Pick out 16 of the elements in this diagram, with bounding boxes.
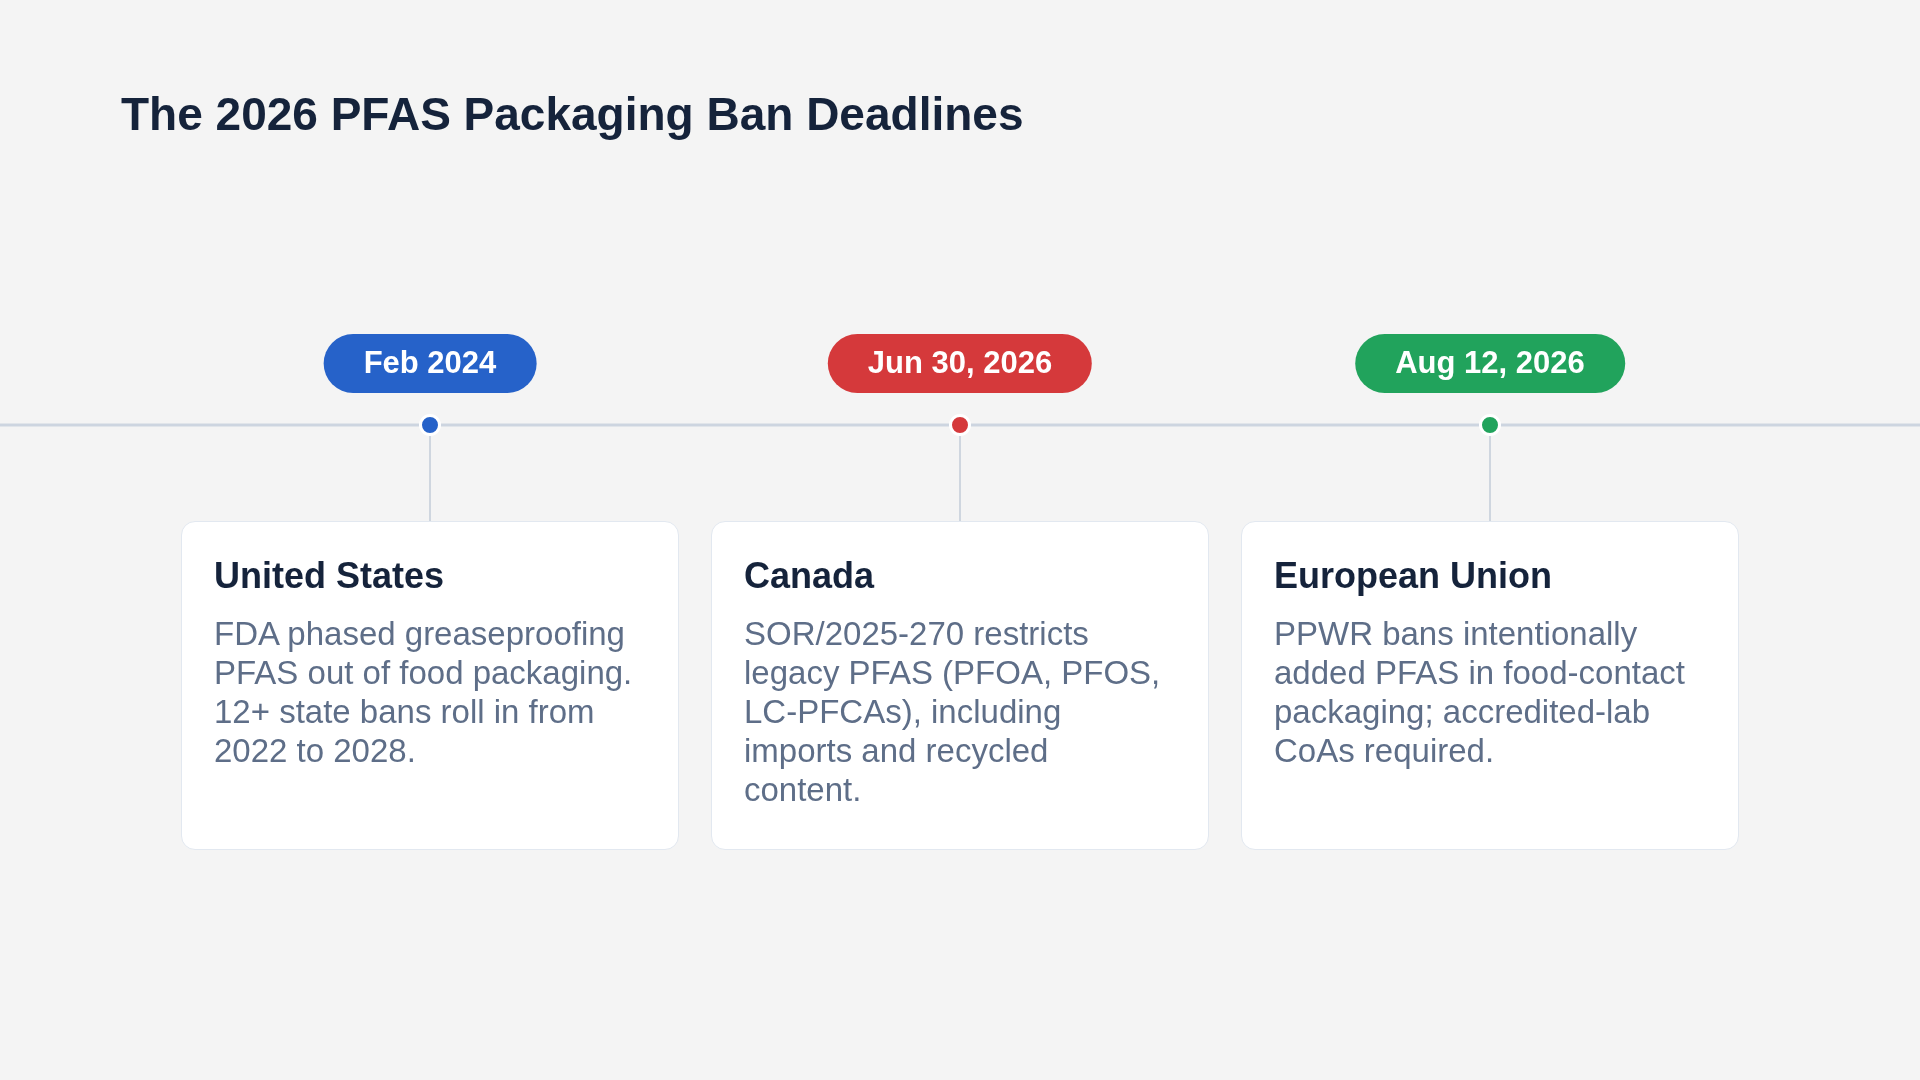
card-description: SOR/2025-270 restricts legacy PFAS (PFOA, PFOS, LC-PFCAs), including imports and recycled content. (744, 614, 1162, 809)
card-description: PPWR bans intentionally added PFAS in food-contact packaging; accredited-lab CoAs required. (1274, 614, 1686, 770)
card-heading: Canada (744, 554, 876, 598)
card-heading: United States (214, 554, 446, 598)
info-card (711, 521, 1209, 850)
card-description: FDA phased greaseproofing PFAS out of food packaging. 12+ state bans roll in from 2022 to 2028. (214, 614, 634, 770)
date-pill: Feb 2024 (323, 334, 537, 393)
info-card (181, 521, 679, 850)
diagram-title: The 2026 PFAS Packaging Ban Deadlines (121, 87, 1024, 142)
info-card (1241, 521, 1739, 850)
date-pill: Jun 30, 2026 (827, 334, 1093, 393)
connector-line (1489, 435, 1491, 522)
card-heading: European Union (1274, 554, 1553, 598)
connector-line (959, 435, 961, 522)
date-pill: Aug 12, 2026 (1355, 334, 1625, 393)
connector-line (429, 435, 431, 522)
